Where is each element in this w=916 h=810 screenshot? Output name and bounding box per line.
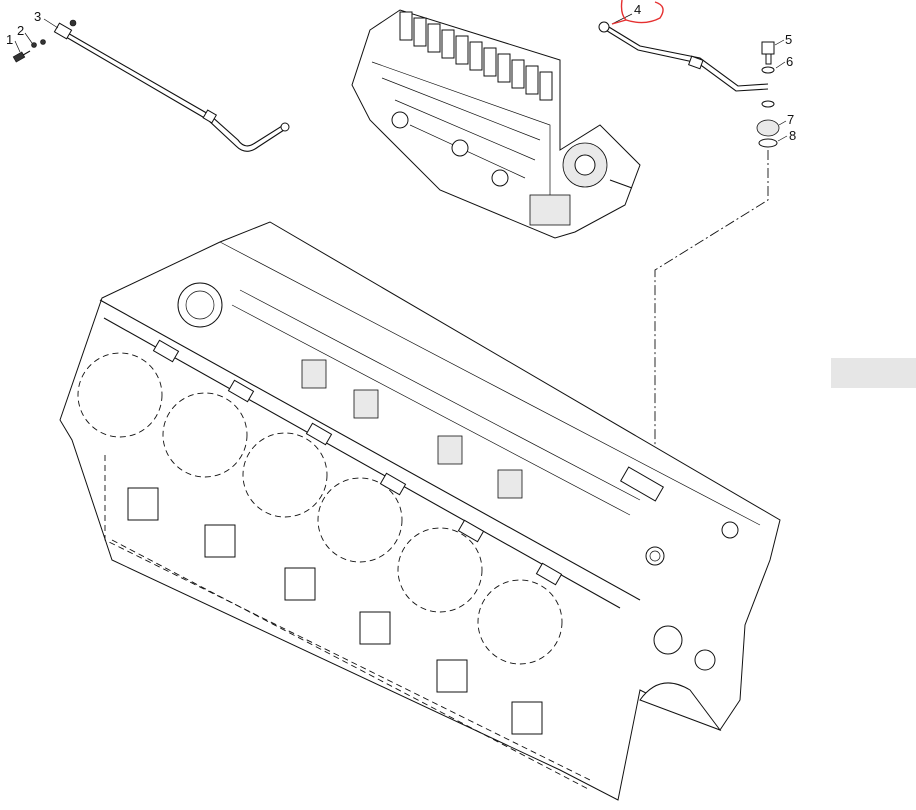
washer-icon bbox=[40, 39, 46, 45]
callout-5: 5 bbox=[785, 32, 792, 47]
callout-8: 8 bbox=[789, 128, 796, 143]
part-group-right-pipe bbox=[598, 0, 769, 92]
bolt-icon bbox=[12, 51, 26, 63]
assembly-path bbox=[654, 150, 769, 555]
callout-2: 2 bbox=[17, 23, 24, 38]
part-group-left-pipe bbox=[12, 18, 290, 152]
fitting-icon bbox=[756, 119, 780, 137]
banjo-bolt-icon bbox=[761, 41, 775, 55]
washer-icon bbox=[761, 66, 775, 74]
cylinder-bore bbox=[397, 527, 483, 613]
fastener-stack bbox=[756, 39, 788, 148]
engine-block bbox=[59, 221, 781, 801]
callout-6: 6 bbox=[786, 54, 793, 69]
cylinder-bore bbox=[77, 352, 163, 438]
cylinder-bore bbox=[242, 432, 328, 518]
cylinder-bore bbox=[477, 579, 563, 665]
washer-icon bbox=[31, 42, 37, 48]
callout-4: 4 bbox=[634, 2, 641, 17]
callout-7: 7 bbox=[787, 112, 794, 127]
callout-3: 3 bbox=[34, 9, 41, 24]
seal-ring-icon bbox=[758, 138, 778, 148]
injection-pump bbox=[351, 9, 641, 239]
cylinder-bore bbox=[162, 392, 248, 478]
highlight-mark bbox=[611, 0, 664, 25]
callout-1: 1 bbox=[6, 32, 13, 47]
side-panel bbox=[831, 358, 916, 388]
washer-icon bbox=[69, 19, 77, 27]
cylinder-bore bbox=[317, 477, 403, 563]
